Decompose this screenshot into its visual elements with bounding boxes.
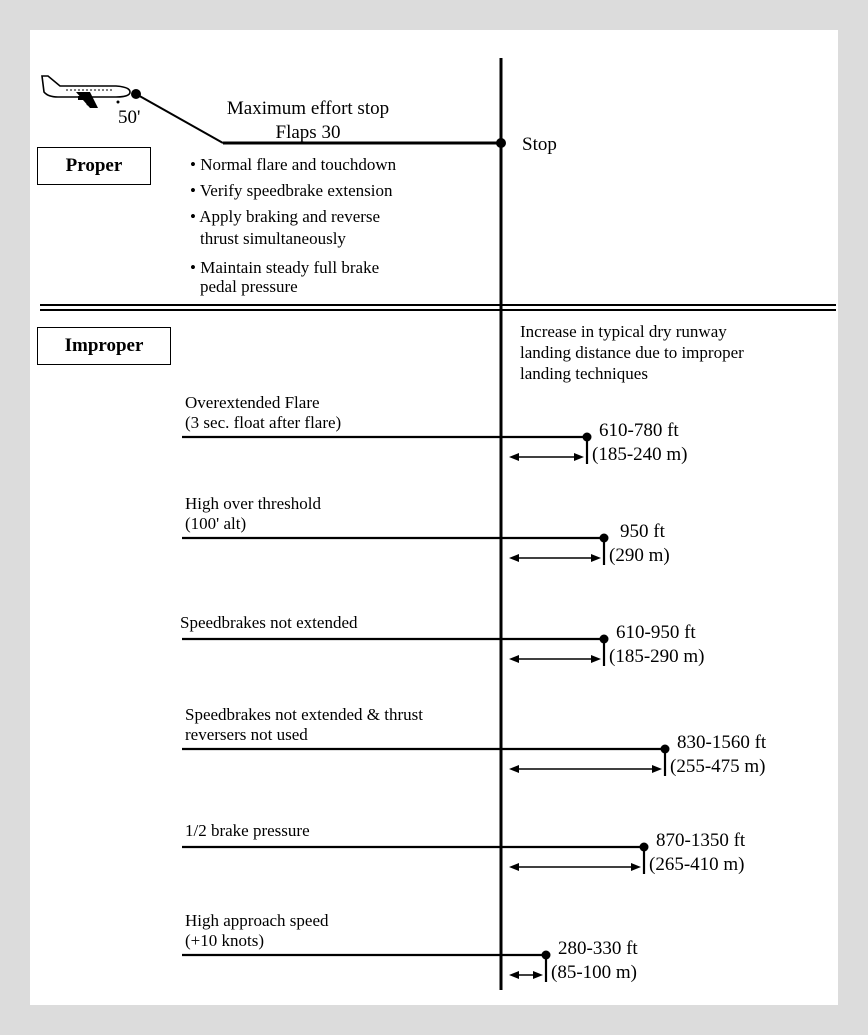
row-distance-m: (85-100 m) (551, 962, 638, 983)
row-arrow-head-left (509, 765, 519, 773)
approach-path (135, 93, 224, 144)
row-distance-m: (265-410 m) (649, 854, 745, 875)
row-description-line-1: High approach speed (185, 911, 329, 930)
proper-bullet: • Normal flare and touchdown (190, 155, 397, 174)
improper-label: Improper (37, 327, 171, 365)
altitude-label: 50' (118, 107, 141, 128)
row-arrow-head-left (509, 554, 519, 562)
improper-header-line-1: Increase in typical dry runway (520, 322, 727, 341)
row-description-line-1: Speedbrakes not extended & thrust (185, 705, 423, 724)
row-description-line-1: Overextended Flare (185, 393, 320, 412)
row-distance-m: (185-240 m) (592, 444, 688, 465)
airplane-icon (41, 75, 131, 108)
diagram-canvas (40, 58, 836, 990)
improper-header-line-2: landing distance due to improper (520, 343, 744, 362)
diagram-panel: 50' Maximum effort stop Flaps 30 Stop Pr… (30, 30, 838, 1005)
row-distance-ft: 870-1350 ft (656, 830, 746, 851)
row-arrow-head-left (509, 971, 519, 979)
stop-point (496, 138, 506, 148)
row-description-line-1: 1/2 brake pressure (185, 821, 310, 840)
row-arrow-head-right (631, 863, 641, 871)
row-arrow-head-left (509, 863, 519, 871)
proper-bullet-continued: thrust simultaneously (200, 229, 346, 248)
row-description-line-2: (+10 knots) (185, 931, 264, 950)
row-arrow-head-right (591, 554, 601, 562)
threshold-point (131, 89, 141, 99)
improper-header-line-3: landing techniques (520, 364, 648, 383)
row-distance-m: (185-290 m) (609, 646, 705, 667)
row-distance-ft: 610-780 ft (599, 420, 679, 441)
row-distance-m: (255-475 m) (670, 756, 766, 777)
row-arrow-head-left (509, 655, 519, 663)
proper-bullet: • Maintain steady full brake (190, 258, 380, 277)
row-distance-ft: 610-950 ft (616, 622, 696, 643)
row-description-line-1: Speedbrakes not extended (180, 613, 358, 632)
row-distance-m: (290 m) (609, 545, 670, 566)
row-description-line-2: (100' alt) (185, 514, 247, 533)
stop-title-line-2: Flaps 30 (275, 122, 341, 143)
proper-bullet: • Verify speedbrake extension (190, 181, 393, 200)
row-description-line-2: reversers not used (185, 725, 308, 744)
row-distance-ft: 830-1560 ft (677, 732, 767, 753)
row-distance-ft: 280-330 ft (558, 938, 638, 959)
stop-label: Stop (522, 134, 557, 155)
proper-bullet: • Apply braking and reverse (190, 207, 381, 226)
improper-rows (182, 432, 670, 982)
stop-title-line-1: Maximum effort stop (226, 98, 390, 119)
proper-label: Proper (37, 147, 151, 185)
row-arrow-head-left (509, 453, 519, 461)
proper-bullet-continued: pedal pressure (200, 277, 298, 296)
row-description-line-1: High over threshold (185, 494, 321, 513)
row-description-line-2: (3 sec. float after flare) (185, 413, 342, 432)
row-arrow-head-right (533, 971, 543, 979)
row-arrow-head-right (574, 453, 584, 461)
row-arrow-head-right (652, 765, 662, 773)
row-arrow-head-right (591, 655, 601, 663)
row-distance-ft: 950 ft (620, 521, 665, 542)
